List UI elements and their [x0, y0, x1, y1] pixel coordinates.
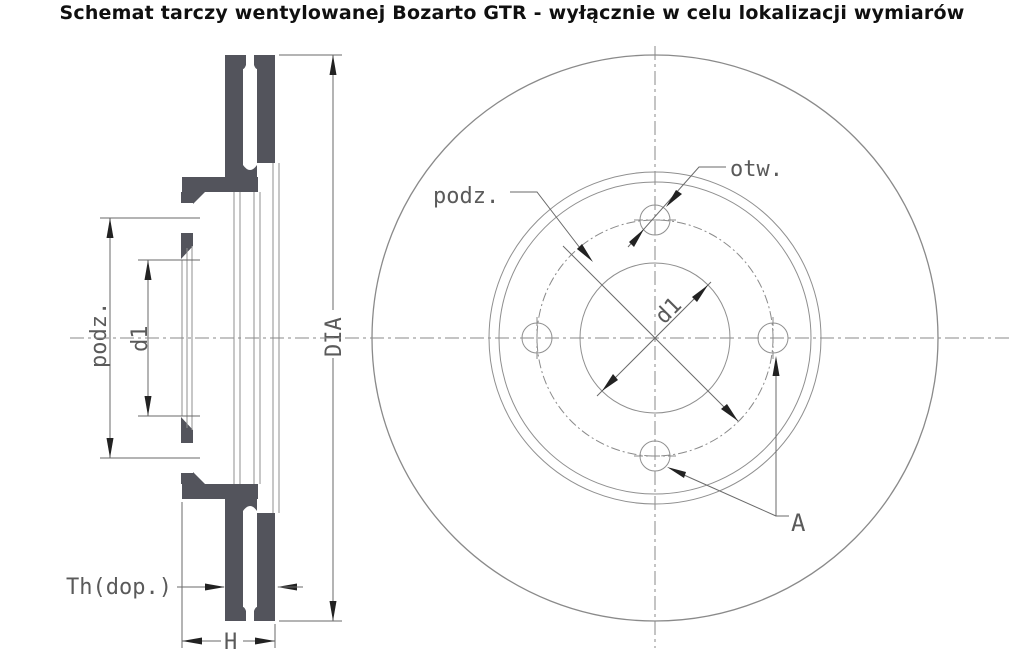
dimension-d1-section: d1 — [128, 259, 200, 417]
annotation-otw: otw. — [627, 157, 783, 248]
label-d1-front: d1 — [651, 293, 687, 329]
label-otw: otw. — [730, 157, 783, 182]
label-h: H — [224, 630, 237, 655]
dimension-dia: DIA — [279, 54, 347, 622]
annotation-podz-front: podz. — [433, 184, 739, 422]
dimension-podz-section: podz. — [87, 217, 200, 459]
label-podz-front: podz. — [433, 184, 499, 209]
page-title: Schemat tarczy wentylowanej Bozarto GTR … — [59, 2, 965, 24]
annotation-a: A — [667, 356, 806, 537]
dimension-th: Th(dop.) — [66, 575, 303, 600]
centerlines — [70, 46, 1013, 648]
label-d1-section: d1 — [128, 326, 153, 353]
label-th: Th(dop.) — [66, 575, 172, 600]
section-solid-top — [181, 55, 275, 259]
label-a: A — [791, 509, 806, 537]
bolt-holes — [521, 204, 789, 472]
label-podz-section: podz. — [87, 302, 112, 368]
label-dia: DIA — [322, 317, 347, 357]
section-view: podz. d1 DIA Th(dop.) — [66, 54, 347, 655]
annotation-d1-front: d1 — [596, 281, 712, 397]
dimension-h: H — [181, 502, 276, 655]
front-view: podz. d1 otw. A — [70, 46, 1013, 648]
section-solid-bottom — [181, 417, 275, 621]
